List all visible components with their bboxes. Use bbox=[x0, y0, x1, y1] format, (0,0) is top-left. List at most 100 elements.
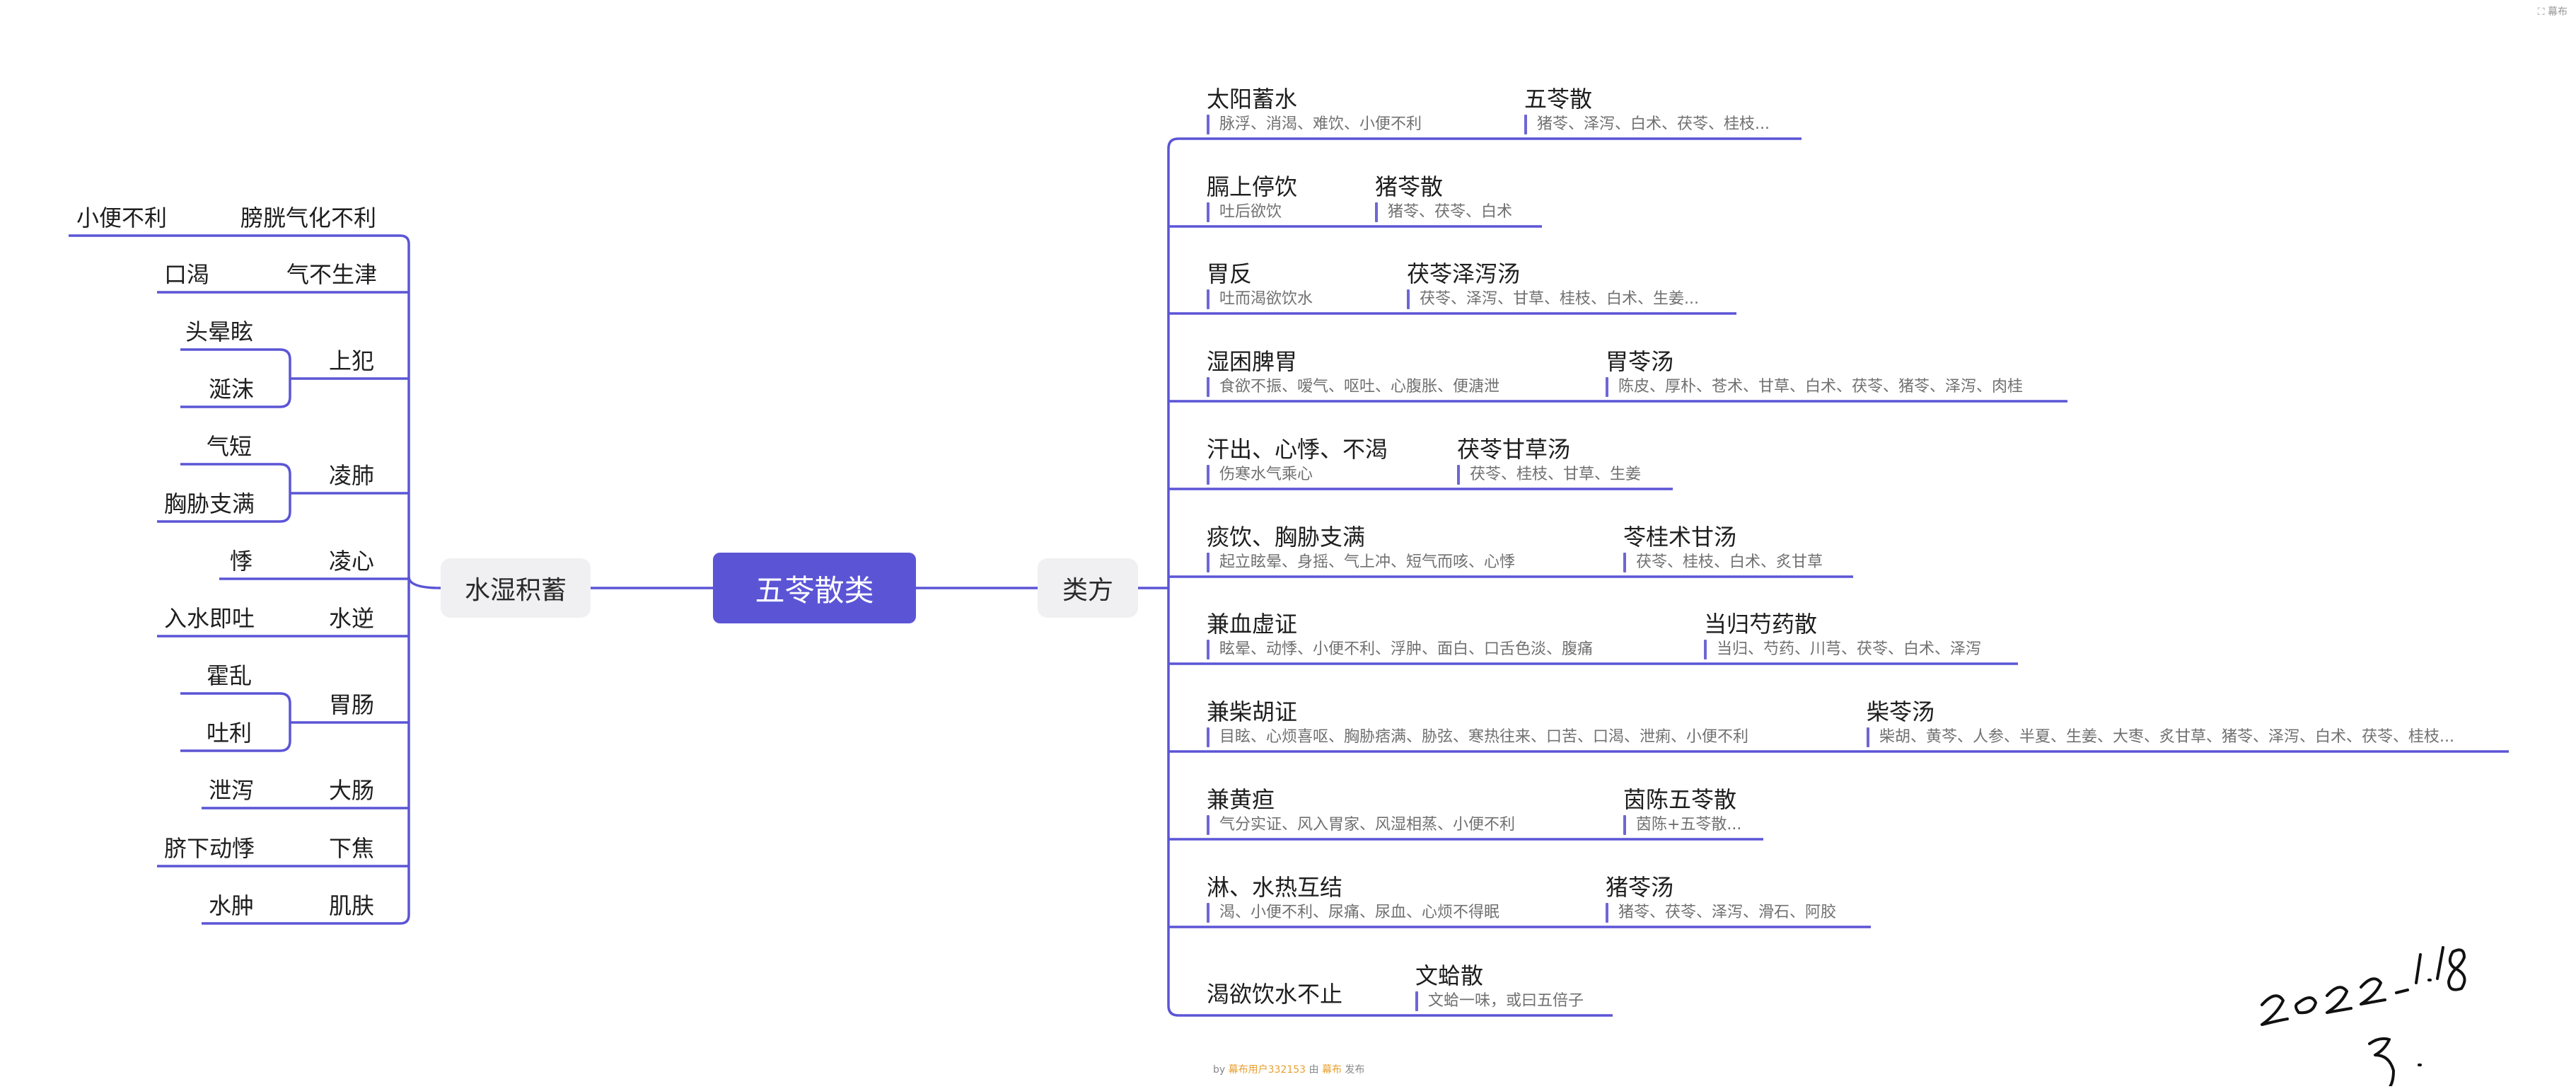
connector-line bbox=[157, 511, 291, 523]
note-bar bbox=[1207, 553, 1209, 572]
left-leaf-label[interactable]: 泄泻 bbox=[209, 777, 255, 804]
condition-label[interactable]: 汗出、心悸、不渴 bbox=[1207, 436, 1388, 463]
left-leaf-label[interactable]: 胸胁支满 bbox=[164, 490, 255, 517]
note-bar bbox=[1867, 727, 1869, 747]
left-leaf-label[interactable]: 吐利 bbox=[207, 720, 253, 747]
condition-note[interactable]: 伤寒水气乘心 bbox=[1219, 466, 1313, 483]
left-node-label[interactable]: 膀胱气化不利 bbox=[240, 204, 377, 231]
condition-note[interactable]: 气分实证、风入胃家、风湿相蒸、小便不利 bbox=[1219, 816, 1516, 834]
toolbar-label[interactable]: 幕布 bbox=[2548, 6, 2568, 18]
left-node-label[interactable]: 气不生津 bbox=[286, 261, 378, 288]
note-bar bbox=[1207, 465, 1209, 485]
formula-label[interactable]: 猪苓散 bbox=[1375, 173, 1444, 200]
right-branch-topic[interactable]: 类方 bbox=[1038, 558, 1138, 618]
condition-label[interactable]: 痰饮、胸胁支满 bbox=[1207, 524, 1366, 551]
publish-credit: by 幕布用户332153 由 幕布 发布 bbox=[1213, 1062, 1364, 1076]
note-bar bbox=[1704, 640, 1707, 659]
left-leaf-label[interactable]: 头晕眩 bbox=[185, 318, 254, 345]
note-bar bbox=[1457, 465, 1460, 485]
left-leaf-label[interactable]: 悸 bbox=[230, 548, 253, 575]
left-node-label[interactable]: 上犯 bbox=[329, 347, 375, 374]
formula-note[interactable]: 猪苓、泽泻、白术、茯苓、桂枝... bbox=[1537, 115, 1770, 133]
connector-line bbox=[1167, 137, 1802, 149]
note-bar bbox=[1207, 640, 1209, 659]
condition-label[interactable]: 兼黄疸 bbox=[1207, 786, 1275, 813]
formula-label[interactable]: 茵陈五苓散 bbox=[1623, 786, 1737, 813]
condition-label[interactable]: 太阳蓄水 bbox=[1207, 86, 1298, 113]
left-node-label[interactable]: 胃肠 bbox=[329, 691, 375, 718]
formula-note[interactable]: 文蛤一味，或曰五倍子 bbox=[1428, 992, 1584, 1010]
left-leaf-label[interactable]: 涎沫 bbox=[209, 376, 255, 403]
connector-line bbox=[1167, 1005, 1613, 1017]
connector-line bbox=[407, 576, 441, 589]
left-branch-topic[interactable]: 水湿积蓄 bbox=[441, 558, 591, 618]
left-leaf-label[interactable]: 水肿 bbox=[209, 892, 255, 919]
formula-label[interactable]: 猪苓汤 bbox=[1606, 874, 1674, 901]
formula-label[interactable]: 胃苓汤 bbox=[1606, 348, 1674, 375]
expand-icon[interactable]: ⛶ bbox=[2537, 6, 2545, 18]
left-leaf-label[interactable]: 霍乱 bbox=[207, 662, 253, 689]
left-node-label[interactable]: 肌肤 bbox=[329, 892, 375, 919]
connector-line bbox=[69, 234, 410, 245]
left-node-label[interactable]: 下焦 bbox=[329, 835, 375, 862]
credit-user[interactable]: 幕布用户332153 bbox=[1228, 1064, 1306, 1076]
credit-prefix: by bbox=[1213, 1064, 1229, 1076]
condition-label[interactable]: 淋、水热互结 bbox=[1207, 874, 1343, 901]
left-leaf-label[interactable]: 口渴 bbox=[164, 261, 210, 288]
formula-note[interactable]: 猪苓、茯苓、白术 bbox=[1388, 203, 1513, 221]
condition-label[interactable]: 膈上停饮 bbox=[1207, 173, 1298, 200]
condition-note[interactable]: 吐而渴欲饮水 bbox=[1219, 290, 1313, 308]
left-leaf-label[interactable]: 气短 bbox=[207, 433, 253, 460]
condition-label[interactable]: 兼血虚证 bbox=[1207, 611, 1298, 638]
formula-note[interactable]: 茯苓、桂枝、白术、炙甘草 bbox=[1636, 553, 1823, 571]
condition-label[interactable]: 胃反 bbox=[1207, 260, 1253, 287]
formula-note[interactable]: 茯苓、泽泻、甘草、桂枝、白术、生姜... bbox=[1420, 290, 1699, 308]
note-bar bbox=[1207, 289, 1209, 309]
note-bar bbox=[1207, 815, 1209, 835]
top-right-toolbar[interactable]: ⛶ 幕布 bbox=[2538, 4, 2568, 18]
formula-note[interactable]: 当归、芍药、川芎、茯苓、白术、泽泻 bbox=[1717, 640, 1982, 658]
condition-label[interactable]: 湿困脾胃 bbox=[1207, 348, 1298, 375]
left-node-label[interactable]: 凌心 bbox=[329, 548, 375, 575]
credit-middle: 由 bbox=[1306, 1064, 1322, 1076]
formula-note[interactable]: 陈皮、厚朴、苍术、甘草、白术、茯苓、猪苓、泽泻、肉桂 bbox=[1618, 378, 2024, 396]
formula-label[interactable]: 苓桂术甘汤 bbox=[1623, 524, 1737, 551]
central-topic[interactable]: 五苓散类 bbox=[713, 553, 916, 623]
condition-note[interactable]: 脉浮、消渴、难饮、小便不利 bbox=[1219, 115, 1422, 133]
formula-note[interactable]: 猪苓、茯苓、泽泻、滑石、阿胶 bbox=[1618, 904, 1837, 921]
formula-note[interactable]: 柴胡、黄芩、人参、半夏、生姜、大枣、炙甘草、猪苓、泽泻、白术、茯苓、桂枝... bbox=[1879, 728, 2454, 746]
note-bar bbox=[1207, 115, 1209, 134]
condition-note[interactable]: 食欲不振、嗳气、呕吐、心腹胀、便溏泄 bbox=[1219, 378, 1500, 396]
note-bar bbox=[1623, 815, 1626, 835]
note-bar bbox=[1606, 903, 1608, 923]
condition-note[interactable]: 吐后欲饮 bbox=[1219, 203, 1282, 221]
formula-label[interactable]: 茯苓泽泻汤 bbox=[1407, 260, 1521, 287]
credit-brand[interactable]: 幕布 bbox=[1321, 1064, 1342, 1076]
condition-label[interactable]: 兼柴胡证 bbox=[1207, 698, 1298, 725]
formula-note[interactable]: 茵陈+五苓散... bbox=[1636, 816, 1742, 834]
left-leaf-label[interactable]: 小便不利 bbox=[76, 204, 168, 231]
left-leaf-label[interactable]: 入水即吐 bbox=[164, 605, 255, 632]
condition-label[interactable]: 渴欲饮水不止 bbox=[1207, 981, 1343, 1008]
connector-line bbox=[180, 348, 291, 360]
formula-label[interactable]: 茯苓甘草汤 bbox=[1457, 436, 1571, 463]
formula-label[interactable]: 五苓散 bbox=[1524, 86, 1593, 113]
formula-note[interactable]: 茯苓、桂枝、甘草、生姜 bbox=[1470, 466, 1642, 483]
left-leaf-label[interactable]: 脐下动悸 bbox=[164, 835, 255, 862]
left-node-label[interactable]: 水逆 bbox=[329, 605, 375, 632]
left-node-label[interactable]: 凌肺 bbox=[329, 462, 375, 489]
left-node-label[interactable]: 大肠 bbox=[329, 777, 375, 804]
condition-note[interactable]: 渴、小便不利、尿痛、尿血、心烦不得眠 bbox=[1219, 904, 1500, 921]
note-bar bbox=[1207, 202, 1209, 222]
connector-line bbox=[202, 914, 410, 925]
condition-note[interactable]: 目眩、心烦喜呕、胸胁痞满、胁弦、寒热往来、口苦、口渴、泄痢、小便不利 bbox=[1219, 728, 1749, 746]
condition-note[interactable]: 眩晕、动悸、小便不利、浮肿、面白、口舌色淡、腹痛 bbox=[1219, 640, 1594, 658]
formula-label[interactable]: 当归芍药散 bbox=[1704, 611, 1818, 638]
condition-note[interactable]: 起立眩晕、身摇、气上冲、短气而咳、心悸 bbox=[1219, 553, 1516, 571]
formula-label[interactable]: 柴苓汤 bbox=[1867, 698, 1935, 725]
note-bar bbox=[1207, 377, 1209, 397]
note-bar bbox=[1606, 377, 1608, 397]
handwritten-signature bbox=[2256, 938, 2553, 1089]
formula-label[interactable]: 文蛤散 bbox=[1415, 962, 1484, 989]
